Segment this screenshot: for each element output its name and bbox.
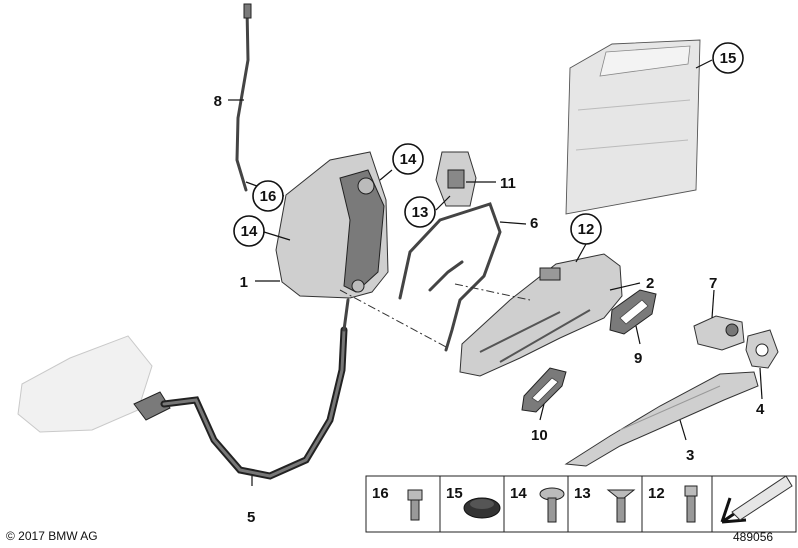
callout-2: 2: [646, 275, 654, 292]
inner-handle-ghost: [17, 335, 153, 433]
cylinder-cover: [745, 329, 779, 369]
callout-7: 7: [709, 275, 717, 292]
legend-label-14: 14: [510, 485, 527, 502]
legend-label-16: 16: [372, 485, 389, 502]
callout-8: 8: [214, 93, 222, 110]
svg-text:16: 16: [260, 188, 277, 205]
screw-icon: [539, 487, 565, 523]
inner-cable: [398, 202, 502, 352]
countersunk-screw-icon: [606, 489, 636, 523]
callout-10: 10: [531, 427, 548, 444]
legend-label-15: 15: [446, 485, 463, 502]
gasket-rear: [609, 289, 657, 335]
striker-bracket: [435, 151, 477, 207]
bolt-icon: [684, 485, 698, 523]
callout-3: 3: [686, 447, 694, 464]
plug-icon: [463, 497, 501, 519]
bowden-cable-top: [235, 3, 252, 192]
outer-cable: [160, 298, 350, 480]
outside-handle: [564, 371, 759, 467]
lock-cylinder: [693, 315, 745, 351]
arrow-icon: [720, 475, 793, 524]
door-panel: [565, 39, 701, 215]
gasket-front: [521, 367, 567, 413]
fastener-legend: 16 15 14 13 12: [365, 475, 797, 533]
callout-13: 13: [404, 196, 436, 228]
callout-16: 16: [252, 180, 284, 212]
svg-text:14: 14: [241, 223, 258, 240]
callout-11: 11: [500, 175, 516, 192]
callout-12: 12: [570, 213, 602, 245]
cable-end-fitting: [133, 391, 171, 421]
callout-9: 9: [634, 350, 642, 367]
callout-15: 15: [712, 42, 744, 74]
callout-14-lower: 14: [233, 215, 265, 247]
callout-1: 1: [240, 274, 248, 291]
callout-6: 6: [530, 215, 538, 232]
copyright-notice: © 2017 BMW AG: [6, 529, 98, 543]
door-lock: [275, 151, 389, 299]
handle-carrier: [459, 253, 623, 377]
legend-label-13: 13: [574, 485, 591, 502]
callout-5: 5: [247, 509, 255, 526]
svg-text:15: 15: [720, 50, 737, 67]
callout-14-upper: 14: [392, 143, 424, 175]
expanding-nut-icon: [407, 489, 423, 521]
assembly-axis: [339, 283, 531, 349]
svg-text:13: 13: [412, 204, 429, 221]
diagram-number: 489056: [733, 530, 773, 544]
legend-label-12: 12: [648, 485, 665, 502]
svg-text:12: 12: [578, 221, 595, 238]
callout-4: 4: [756, 401, 765, 418]
svg-text:14: 14: [400, 151, 417, 168]
